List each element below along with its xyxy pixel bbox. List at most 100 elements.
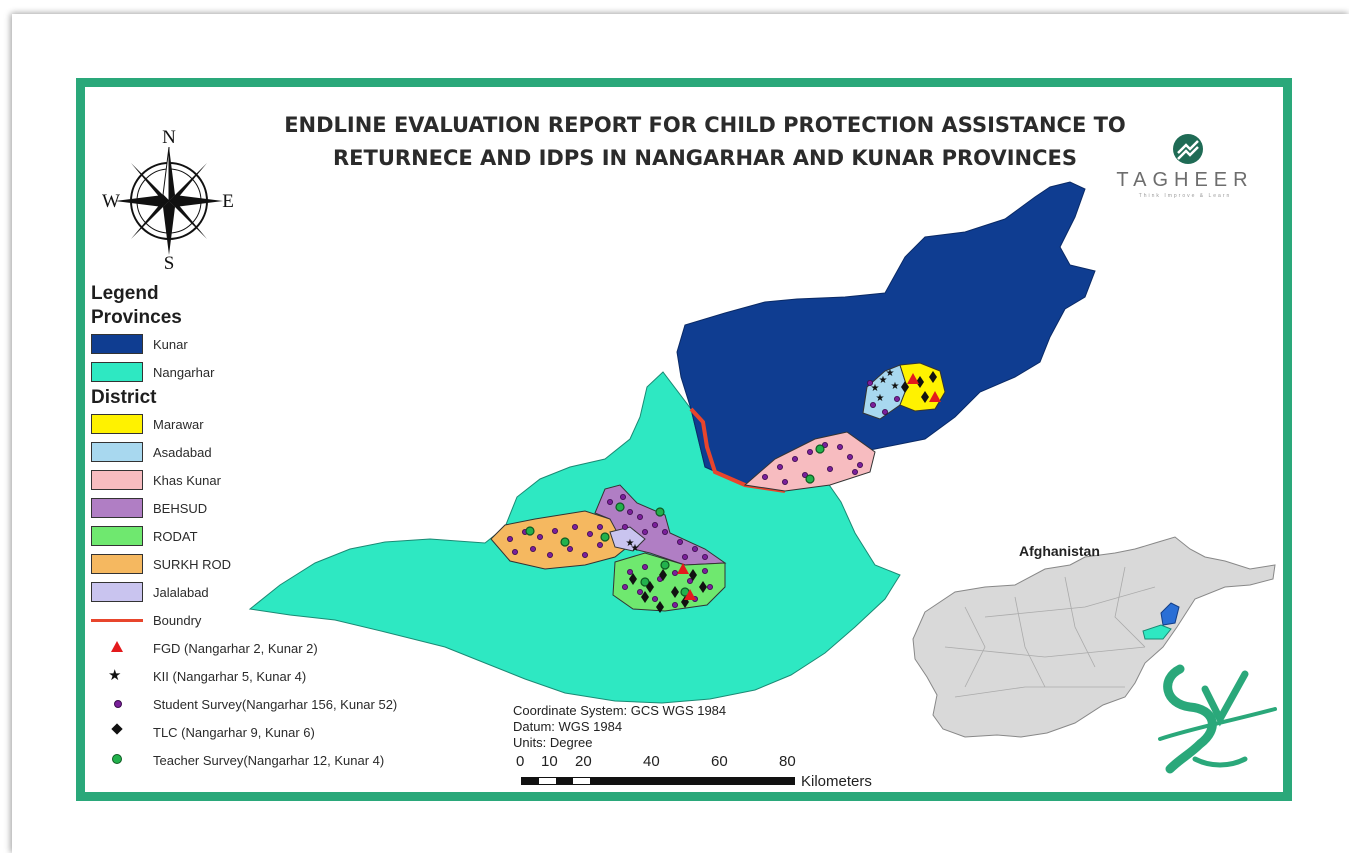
student-survey-marker [692,545,699,552]
legend-item-label: TLC (Nangarhar 9, Kunar 6) [153,725,315,740]
map-frame: ★★★★★★★ ENDLINE EVALUATION REPORT FOR CH… [76,78,1292,801]
legend-item-label: Kunar [153,337,188,352]
title-line-2: RETURNECE AND IDPS IN NANGARHAR AND KUNA… [333,146,1077,170]
tagheer-logo-icon [1173,134,1203,164]
district-rodat [612,552,726,612]
scale-bar: 0 10 20 40 60 80 Kilometers [509,753,889,793]
scale-tick: 40 [643,753,660,770]
map-canvas: ★★★★★★★ [248,181,1276,738]
teacher-survey-marker [805,474,815,484]
tagheer-logo: TAGHEER Think Improve & Learn [1090,131,1280,201]
legend-item-symbol: Teacher Survey(Nangarhar 12, Kunar 4) [91,746,511,774]
triangle-icon [111,641,123,652]
student-survey-marker [597,541,604,548]
legend-swatch [91,334,143,354]
legend-item-label: Khas Kunar [153,473,221,488]
legend-heading: Legend [91,283,159,304]
compass-rose-icon: N S W E [102,127,234,274]
legend-item-label: BEHSUD [153,501,208,516]
scale-tick: 20 [575,753,592,770]
legend-swatch [91,442,143,462]
coordinate-system: Coordinate System: GCS WGS 1984 [513,703,727,718]
tlc-marker [671,586,679,598]
inset-district-lines [944,566,1156,698]
student-survey-marker [622,583,629,590]
student-survey-marker [551,527,558,534]
kii-marker: ★ [631,543,640,554]
student-survey-marker [571,523,578,530]
teacher-survey-marker [640,577,650,587]
survey-symbols: ★★★★★★★ [506,368,941,613]
compass-rose: N S W E [101,127,237,274]
student-survey-marker [546,551,553,558]
student-survey-marker [882,408,889,415]
tlc-marker [641,591,649,603]
boundary-swatch [91,619,143,622]
legend-swatch [91,498,143,518]
tlc-marker [659,569,667,581]
legend-item-label: SURKH ROD [153,557,232,572]
legend-item-label: Student Survey(Nangarhar 156, Kunar 52) [153,697,398,712]
legend-swatch [91,554,143,574]
fgd-marker [907,373,919,384]
teacher-survey-marker [525,526,535,536]
tlc-marker [629,573,637,585]
tlc-marker [929,371,937,383]
compass-n: N [162,129,176,148]
fgd-marker [929,391,941,402]
student-survey-marker [672,602,679,609]
legend-item-label: KII (Nangarhar 5, Kunar 4) [153,669,307,684]
legend-item-district: Khas Kunar [91,466,511,494]
student-survey-marker [852,468,859,475]
green-circle-icon [112,754,122,764]
student-survey-marker [637,513,644,520]
legend-item-symbol: ★KII (Nangarhar 5, Kunar 4) [91,662,511,690]
student-survey-marker [620,493,627,500]
legend-item-symbol: Student Survey(Nangarhar 156, Kunar 52) [91,690,511,718]
student-survey-marker [642,563,649,570]
student-survey-marker [762,473,769,480]
legend-item-label: Marawar [153,417,204,432]
student-survey-marker [586,530,593,537]
student-survey-marker [607,498,614,505]
student-survey-marker [677,538,684,545]
legend-swatch [91,414,143,434]
compass-w: W [102,191,120,212]
symbol-list: FGD (Nangarhar 2, Kunar 2)★KII (Nangarha… [91,634,511,774]
legend-item-district: Jalalabad [91,578,511,606]
student-survey-marker [687,577,694,584]
kii-marker: ★ [871,383,880,394]
legend-swatch [91,526,143,546]
legend-item-label: Teacher Survey(Nangarhar 12, Kunar 4) [153,753,385,768]
student-survey-marker [867,379,874,386]
inset-nangarhar [1142,624,1172,640]
inset-map [912,536,1276,738]
student-survey-marker [652,595,659,602]
teacher-survey-marker [815,444,825,454]
compass-e: E [222,191,234,212]
legend-item-district: BEHSUD [91,494,511,522]
scale-tick: 10 [541,753,558,770]
fgd-marker [684,589,696,600]
student-survey-marker [642,528,649,535]
student-survey-marker [627,508,634,515]
legend-district-heading: District [91,387,157,408]
datum: Datum: WGS 1984 [513,719,623,734]
tlc-marker [656,601,664,613]
student-survey-marker [702,567,709,574]
teacher-survey-marker [655,507,665,517]
student-survey-marker [511,548,518,555]
compass-s: S [164,253,175,269]
teacher-survey-marker [660,560,670,570]
kii-marker: ★ [879,375,888,386]
tlc-marker [689,569,697,581]
teacher-survey-marker [560,537,570,547]
fgd-marker [677,563,689,574]
legend-item-province: Kunar [91,330,511,358]
student-survey-marker [627,568,634,575]
legend-item-label: RODAT [153,529,198,544]
tlc-marker [646,581,654,593]
legend-item-boundary: Boundry [91,606,511,634]
student-survey-marker [857,461,864,468]
